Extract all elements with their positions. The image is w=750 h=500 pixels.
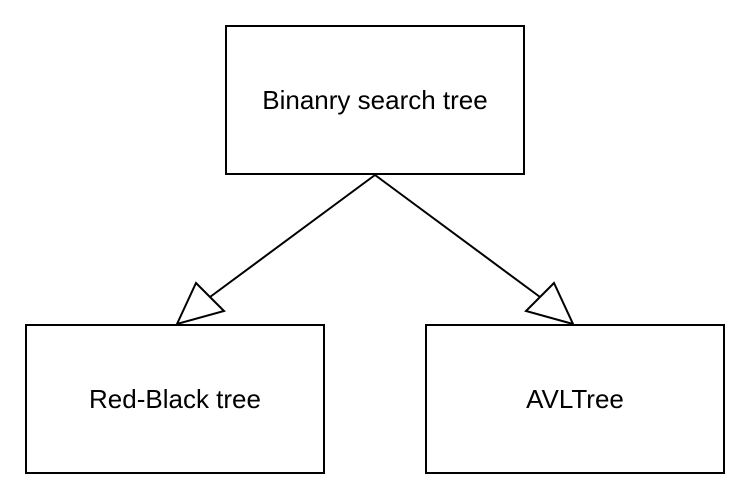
node-avl-tree[interactable]: AVLTree	[425, 324, 725, 474]
hollow-triangle-arrowhead-left	[175, 281, 226, 326]
edge-root-to-red-black	[209, 174, 376, 298]
node-label: Binanry search tree	[262, 84, 488, 115]
hollow-triangle-arrowhead-right	[524, 281, 575, 326]
node-binary-search-tree[interactable]: Binanry search tree	[225, 25, 525, 175]
node-label: Red-Black tree	[89, 383, 261, 414]
node-label: AVLTree	[526, 383, 624, 414]
node-red-black-tree[interactable]: Red-Black tree	[25, 324, 325, 474]
edge-root-to-avl	[374, 174, 541, 298]
